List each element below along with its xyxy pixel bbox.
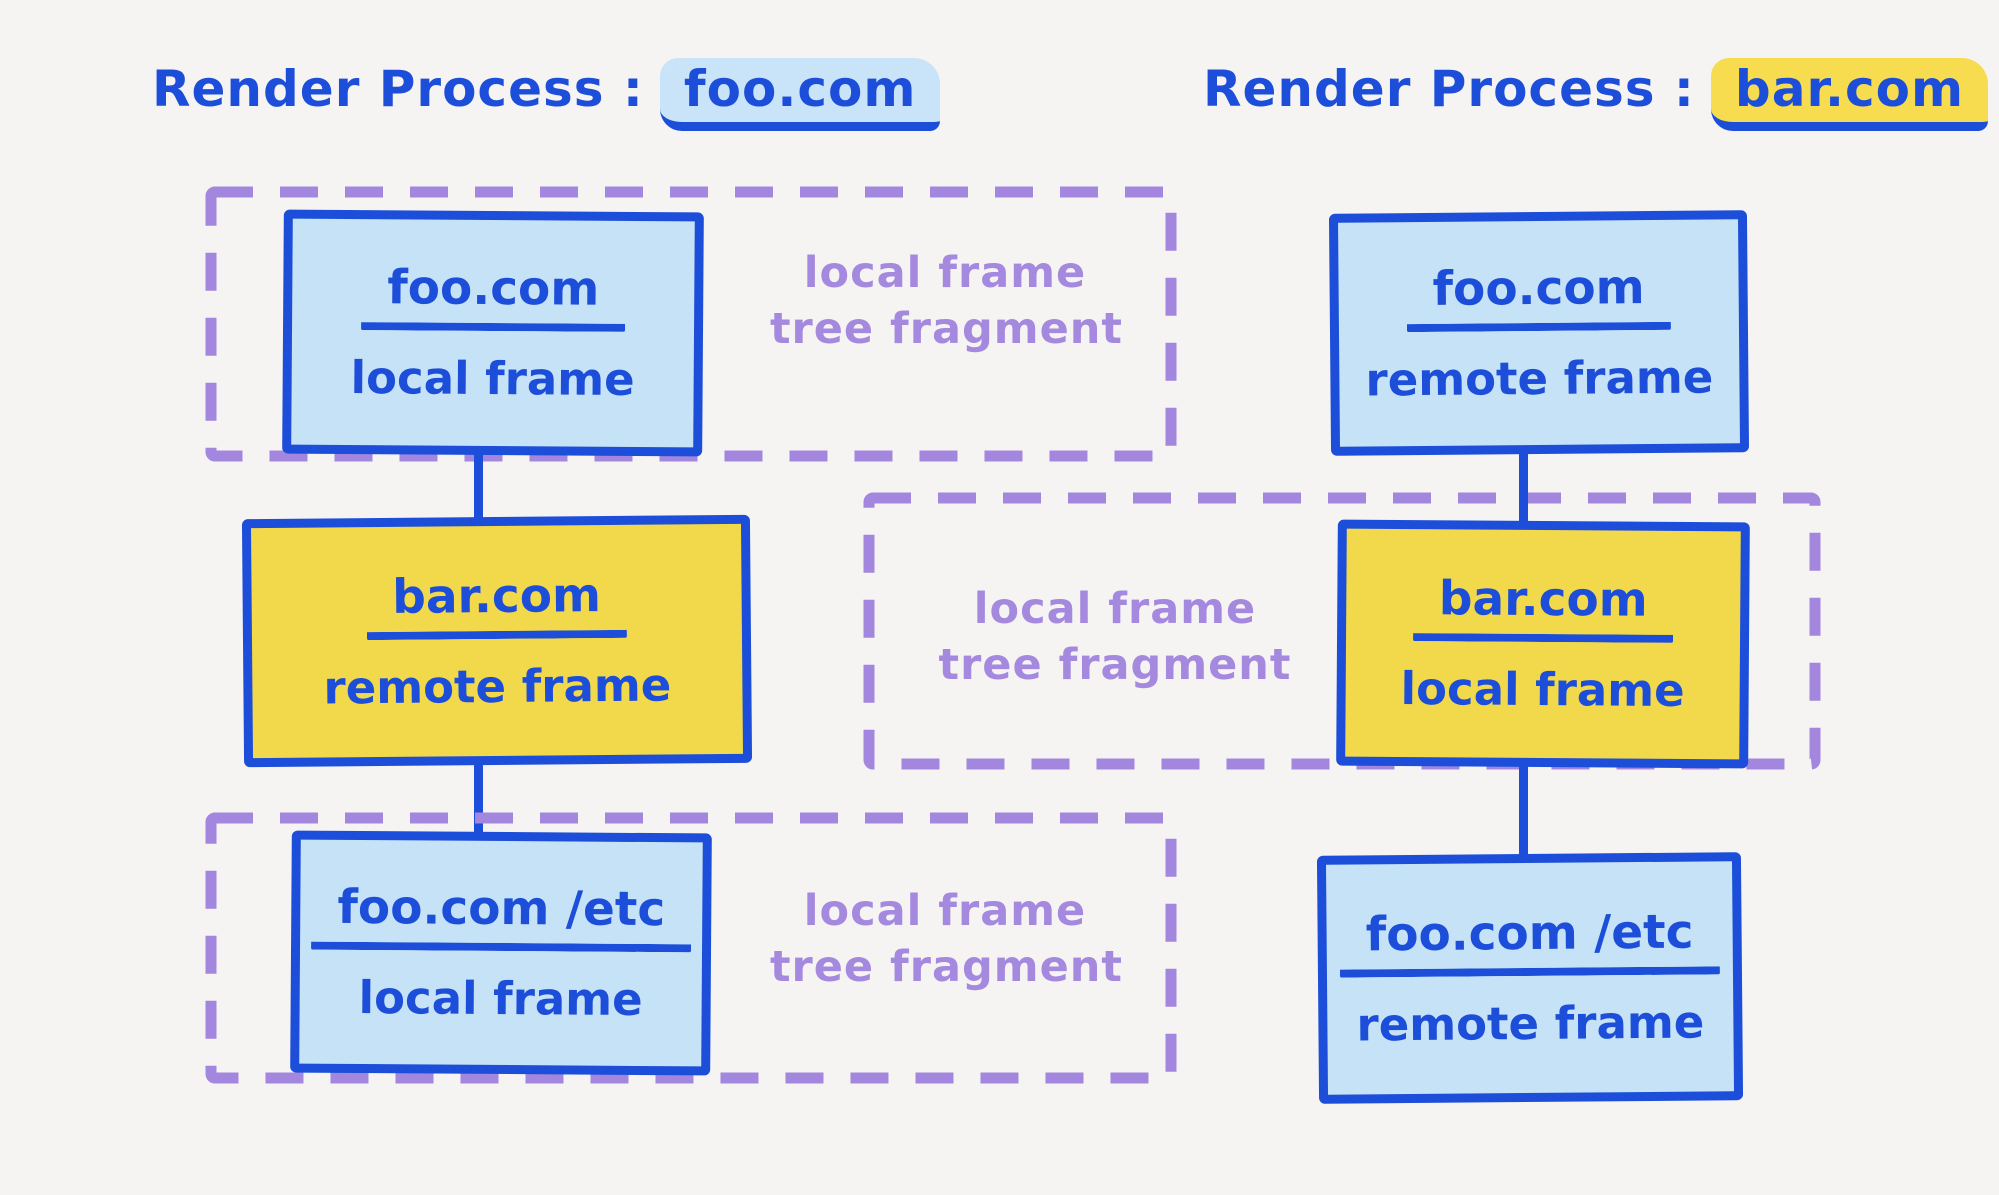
- header-prefix: Render Process :: [152, 60, 644, 118]
- frame-domain: foo.com /etc: [1339, 904, 1720, 978]
- frame-tree-fragment-outline: [205, 812, 1177, 1084]
- fragment-label: local frame tree fragment: [770, 884, 1123, 996]
- fragment-label-line: tree fragment: [938, 639, 1292, 690]
- tree-edge: [1519, 742, 1528, 860]
- tree-edge: [474, 742, 483, 838]
- tree-edge: [474, 432, 483, 524]
- fragment-label-line: tree fragment: [770, 941, 1123, 992]
- fragment-label-line: local frame: [973, 584, 1257, 634]
- frame-tree-fragment-outline: [863, 492, 1821, 770]
- render-process-header-bar: Render Process : bar.com: [1203, 58, 1989, 131]
- frame-type: local frame: [358, 971, 643, 1027]
- frame-domain: foo.com: [361, 260, 626, 332]
- fragment-label: local frame tree fragment: [770, 246, 1123, 358]
- fragment-label-line: local frame: [803, 886, 1087, 936]
- frame-node-bar-remote: bar.com remote frame: [241, 514, 753, 768]
- header-domain-highlight-bar: bar.com: [1710, 58, 1989, 131]
- frame-type: local frame: [350, 351, 635, 407]
- frame-type: remote frame: [323, 658, 672, 715]
- header-domain-highlight-foo: foo.com: [659, 58, 941, 131]
- frame-domain: foo.com: [1406, 260, 1671, 333]
- fragment-label-line: tree fragment: [770, 303, 1123, 354]
- frame-node-foo-remote: foo.com remote frame: [1328, 210, 1750, 456]
- frame-type: remote frame: [1365, 350, 1714, 407]
- frame-domain: bar.com: [365, 568, 628, 641]
- frame-node-fooetc-remote: foo.com /etc remote frame: [1316, 852, 1744, 1104]
- fragment-label-line: local frame: [803, 248, 1087, 298]
- frame-domain: foo.com /etc: [311, 880, 692, 953]
- dashed-border: [863, 492, 1821, 770]
- frame-node-foo-local: foo.com local frame: [282, 209, 704, 457]
- fragment-label: local frame tree fragment: [930, 582, 1300, 694]
- tree-edge: [1519, 430, 1528, 526]
- header-prefix: Render Process :: [1203, 60, 1695, 118]
- frame-domain: bar.com: [1412, 571, 1674, 643]
- render-process-header-foo: Render Process : foo.com: [152, 58, 941, 131]
- frame-type: remote frame: [1356, 995, 1705, 1052]
- frame-type: local frame: [1400, 662, 1685, 718]
- frame-node-bar-local: bar.com local frame: [1336, 519, 1750, 769]
- dashed-border: [205, 812, 1177, 1084]
- frame-node-fooetc-local: foo.com /etc local frame: [290, 830, 712, 1076]
